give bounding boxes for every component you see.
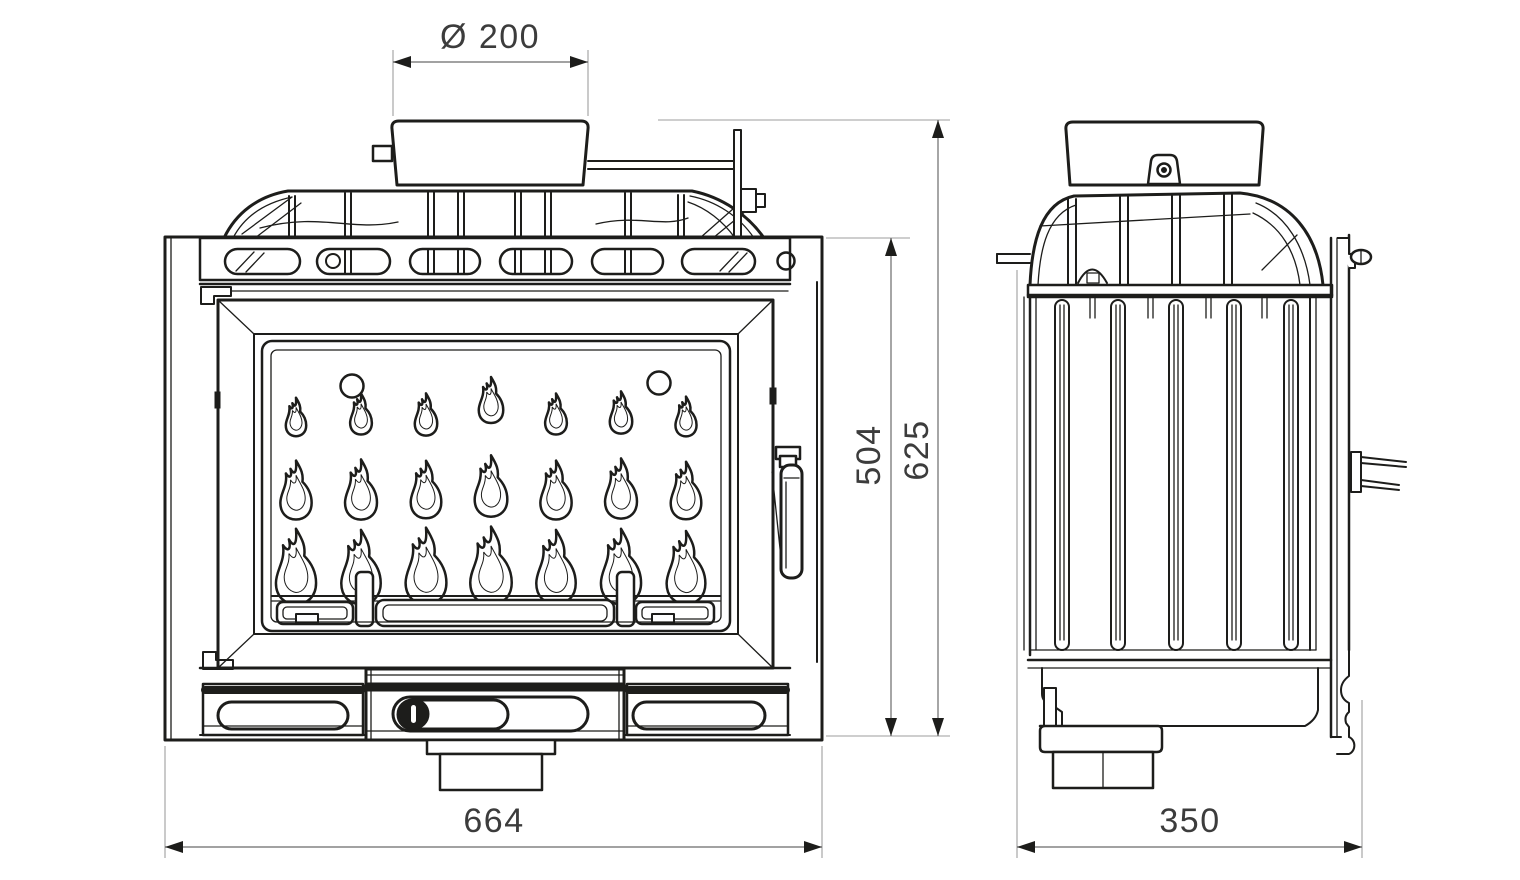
arrowhead-up [885, 238, 897, 256]
side-flue-collar [1064, 120, 1265, 187]
plate-bottom-bump [1336, 736, 1356, 755]
side-bottom [1026, 649, 1333, 790]
side-body [1023, 295, 1317, 657]
grille-hole [776, 251, 796, 271]
damper-bolt [755, 193, 766, 208]
total-height-label: 625 [898, 419, 936, 480]
air-control [363, 667, 627, 742]
dimension-flue-diameter: Ø 200 [392, 18, 589, 116]
top-grille [198, 236, 796, 292]
dimension-front-width: 664 [164, 746, 823, 858]
retainer-post [615, 570, 636, 628]
grille-slot [408, 247, 482, 276]
door-latch-mark [769, 387, 777, 405]
mounting-clip-top [200, 286, 232, 305]
bottom-panel [198, 666, 792, 742]
arrowhead-left [1017, 841, 1035, 853]
damper-bracket [740, 188, 757, 213]
front-view: Ø 200 [163, 18, 950, 858]
cooling-fins [1054, 299, 1299, 651]
door-hinge [214, 391, 221, 409]
knob-slit [411, 705, 416, 723]
floor-notch [651, 613, 675, 624]
flue-collar [371, 119, 590, 187]
dimension-depth: 350 [1016, 270, 1363, 858]
bottom-panel-left [201, 682, 365, 737]
door-handle [771, 445, 804, 580]
body-height-label: 504 [850, 424, 888, 485]
grille-slot [498, 247, 574, 276]
arrowhead-left [393, 56, 411, 68]
arrowhead-right [1344, 841, 1362, 853]
side-view: 350 [996, 120, 1407, 858]
grille-slot [315, 247, 392, 276]
front-width-label: 664 [463, 802, 524, 840]
depth-label: 350 [1159, 802, 1220, 840]
side-handle [1350, 451, 1407, 493]
arrowhead-down [932, 718, 944, 736]
firebox-floor [271, 570, 721, 628]
retainer-post [354, 570, 375, 628]
air-slot-right [631, 700, 767, 731]
side-front-plate [1329, 233, 1407, 755]
arrowhead-right [570, 56, 588, 68]
foot-lip [1038, 724, 1164, 754]
grille-slot [590, 247, 665, 276]
arrowhead-left [165, 841, 183, 853]
dimension-heights: 504 625 [826, 120, 950, 737]
grille-slot [680, 247, 757, 276]
foot-bracket [1043, 687, 1057, 729]
side-shelf [1026, 283, 1334, 299]
arrowhead-down [885, 718, 897, 736]
dome-ribs [288, 191, 685, 239]
floor-notch [295, 613, 319, 624]
arrowhead-up [932, 120, 944, 138]
damper-rod [587, 129, 766, 239]
rear-rod [996, 253, 1031, 264]
plate-bottom-contour [1340, 649, 1350, 738]
arrowhead-right [804, 841, 822, 853]
pedestal [425, 738, 557, 792]
top-dome [222, 189, 766, 240]
bottom-panel-right [625, 682, 790, 737]
glass-hole-left [339, 373, 365, 399]
air-slot-left [216, 700, 350, 731]
side-dome [1028, 191, 1325, 287]
damper-rod-end [371, 144, 394, 163]
dome-arch-detail [1077, 268, 1108, 284]
grille-slot [223, 247, 302, 276]
door-glass [260, 339, 732, 633]
glass-hole-right [646, 370, 672, 396]
flue-diameter-label: Ø 200 [440, 18, 540, 56]
